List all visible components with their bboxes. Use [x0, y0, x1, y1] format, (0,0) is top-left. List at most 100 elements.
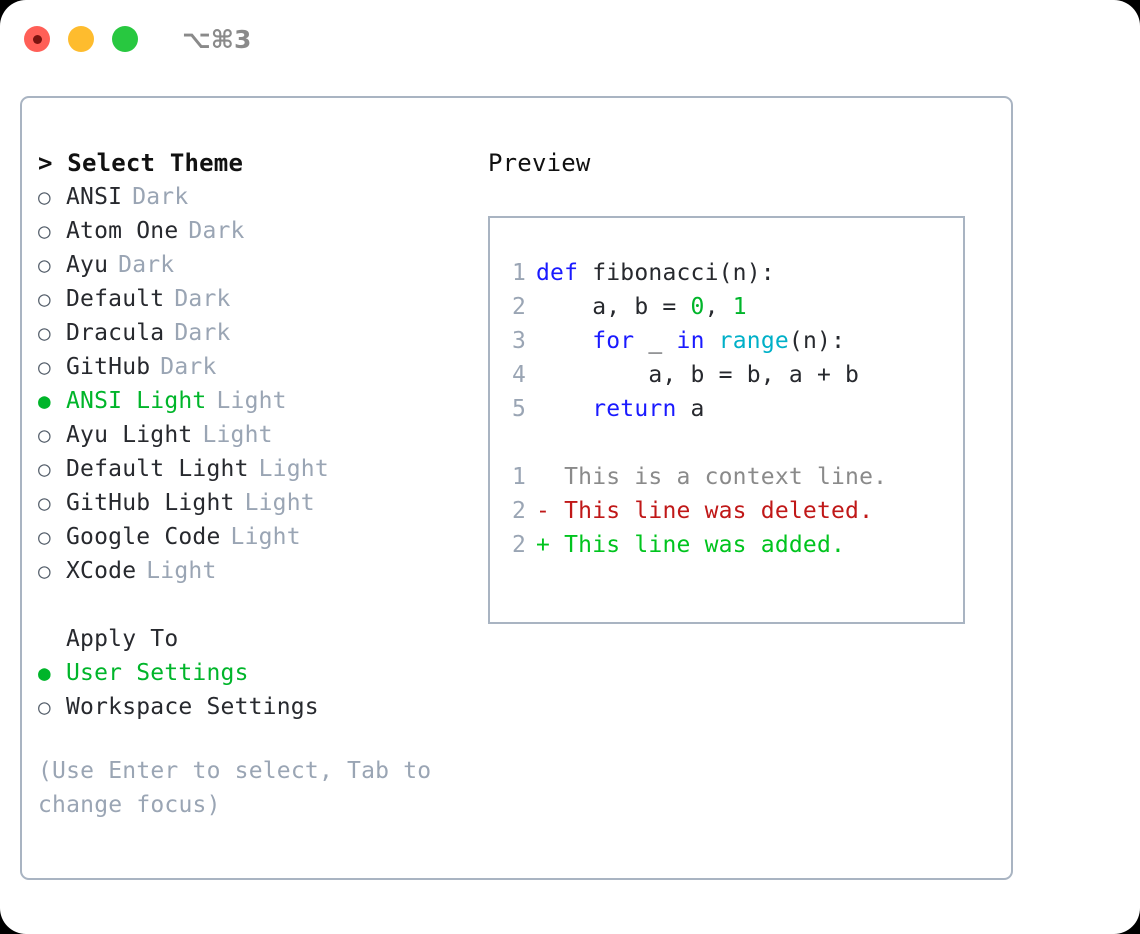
theme-item-name: Default [66, 286, 165, 312]
theme-item-kind: Light [216, 388, 287, 414]
list-spacer [38, 588, 488, 622]
radio-selected-icon[interactable]: ● [38, 661, 51, 685]
code-line-text: return a [536, 392, 705, 426]
close-button-icon[interactable] [24, 26, 50, 52]
code-token-plain: _ [648, 328, 677, 354]
theme-item-default[interactable]: ○ Default Dark [38, 282, 488, 316]
radio-unselected-icon[interactable]: ○ [38, 355, 51, 379]
diff-line-del: 2- This line was deleted. [490, 494, 963, 528]
code-token-kw: return [592, 396, 691, 422]
apply-to-option-label: Workspace Settings [66, 694, 319, 720]
radio-unselected-icon[interactable]: ○ [38, 321, 51, 345]
preview-gap [490, 426, 963, 460]
apply-to-list: ● User Settings ○ Workspace Settings [38, 656, 488, 724]
diff-line-add: 2+ This line was added. [490, 528, 963, 562]
zoom-button-icon[interactable] [112, 26, 138, 52]
diff-marker [536, 460, 550, 494]
theme-item-name: XCode [66, 558, 137, 584]
help-text: (Use Enter to select, Tab to change focu… [38, 758, 432, 818]
radio-unselected-icon[interactable]: ○ [38, 457, 51, 481]
code-token-kw: in [676, 328, 719, 354]
code-line-text: for _ in range(n): [536, 324, 845, 358]
minimize-button-icon[interactable] [68, 26, 94, 52]
radio-selected-icon[interactable]: ● [38, 389, 51, 413]
code-token-plain: , [704, 294, 733, 320]
radio-unselected-icon[interactable]: ○ [38, 287, 51, 311]
radio-unselected-icon[interactable]: ○ [38, 559, 51, 583]
theme-item-ansi[interactable]: ○ ANSI Dark [38, 180, 488, 214]
code-line-text: def fibonacci(n): [536, 256, 775, 290]
theme-item-name: GitHub [66, 354, 151, 380]
theme-item-ayu[interactable]: ○ Ayu Dark [38, 248, 488, 282]
radio-unselected-icon[interactable]: ○ [38, 491, 51, 515]
apply-to-header: Apply To [66, 626, 179, 652]
theme-item-xcode[interactable]: ○ XCode Light [38, 554, 488, 588]
code-line: 3 for _ in range(n): [490, 324, 963, 358]
code-line: 4 a, b = b, a + b [490, 358, 963, 392]
theme-item-name: ANSI [66, 184, 123, 210]
radio-unselected-icon[interactable]: ○ [38, 253, 51, 277]
apply-to-option-user-settings[interactable]: ● User Settings [38, 656, 488, 690]
code-line: 5 return a [490, 392, 963, 426]
theme-item-name: Ayu Light [66, 422, 193, 448]
theme-item-github[interactable]: ○ GitHub Dark [38, 350, 488, 384]
recording-dot-icon [32, 34, 42, 44]
code-line-number: 5 [511, 396, 526, 422]
code-token-kw: def [536, 260, 593, 286]
radio-unselected-icon[interactable]: ○ [38, 525, 51, 549]
radio-unselected-icon[interactable]: ○ [38, 695, 51, 719]
code-token-kw: for [592, 328, 649, 354]
theme-item-kind: Dark [132, 184, 189, 210]
theme-item-google-code[interactable]: ○ Google Code Light [38, 520, 488, 554]
titlebar: ⌥⌘3 [0, 0, 1140, 78]
code-token-fn: range [718, 328, 789, 354]
code-line-text: a, b = 0, 1 [536, 290, 747, 324]
radio-unselected-icon[interactable]: ○ [38, 219, 51, 243]
code-line: 2 a, b = 0, 1 [490, 290, 963, 324]
window-shortcut-label: ⌥⌘3 [182, 24, 252, 54]
apply-to-option-label: User Settings [66, 660, 249, 686]
code-token-plain: a, b = [536, 294, 691, 320]
preview-title: Preview [488, 149, 591, 177]
theme-item-name: Google Code [66, 524, 221, 550]
theme-item-kind: Light [146, 558, 217, 584]
theme-item-kind: Light [258, 456, 329, 482]
theme-item-kind: Dark [188, 218, 245, 244]
theme-item-kind: Dark [160, 354, 217, 380]
theme-item-name: Ayu [66, 252, 109, 278]
code-token-plain: a, b = b, a + b [536, 362, 860, 388]
theme-item-kind: Light [230, 524, 301, 550]
select-theme-header: > Select Theme [38, 149, 244, 177]
radio-unselected-icon[interactable]: ○ [38, 185, 51, 209]
theme-item-kind: Dark [118, 252, 175, 278]
theme-item-kind: Light [244, 490, 315, 516]
code-token-num: 0 [690, 294, 705, 320]
code-line-number: 4 [511, 362, 526, 388]
code-line-text: a, b = b, a + b [536, 358, 859, 392]
theme-item-name: Atom One [66, 218, 179, 244]
theme-item-kind: Dark [174, 286, 231, 312]
diff-line-text: This line was added. [550, 532, 846, 558]
theme-item-atom-one[interactable]: ○ Atom One Dark [38, 214, 488, 248]
traffic-lights [24, 26, 138, 52]
diff-sample: 1 This is a context line.2- This line wa… [490, 460, 963, 562]
code-token-plain [536, 396, 592, 422]
diff-marker: + [536, 532, 551, 558]
code-token-num: 1 [732, 294, 747, 320]
code-token-plain: fibonacci(n): [592, 260, 775, 286]
apply-to-option-workspace-settings[interactable]: ○ Workspace Settings [38, 690, 488, 724]
code-line-number: 2 [511, 294, 526, 320]
radio-unselected-icon[interactable]: ○ [38, 423, 51, 447]
theme-item-kind: Dark [174, 320, 231, 346]
